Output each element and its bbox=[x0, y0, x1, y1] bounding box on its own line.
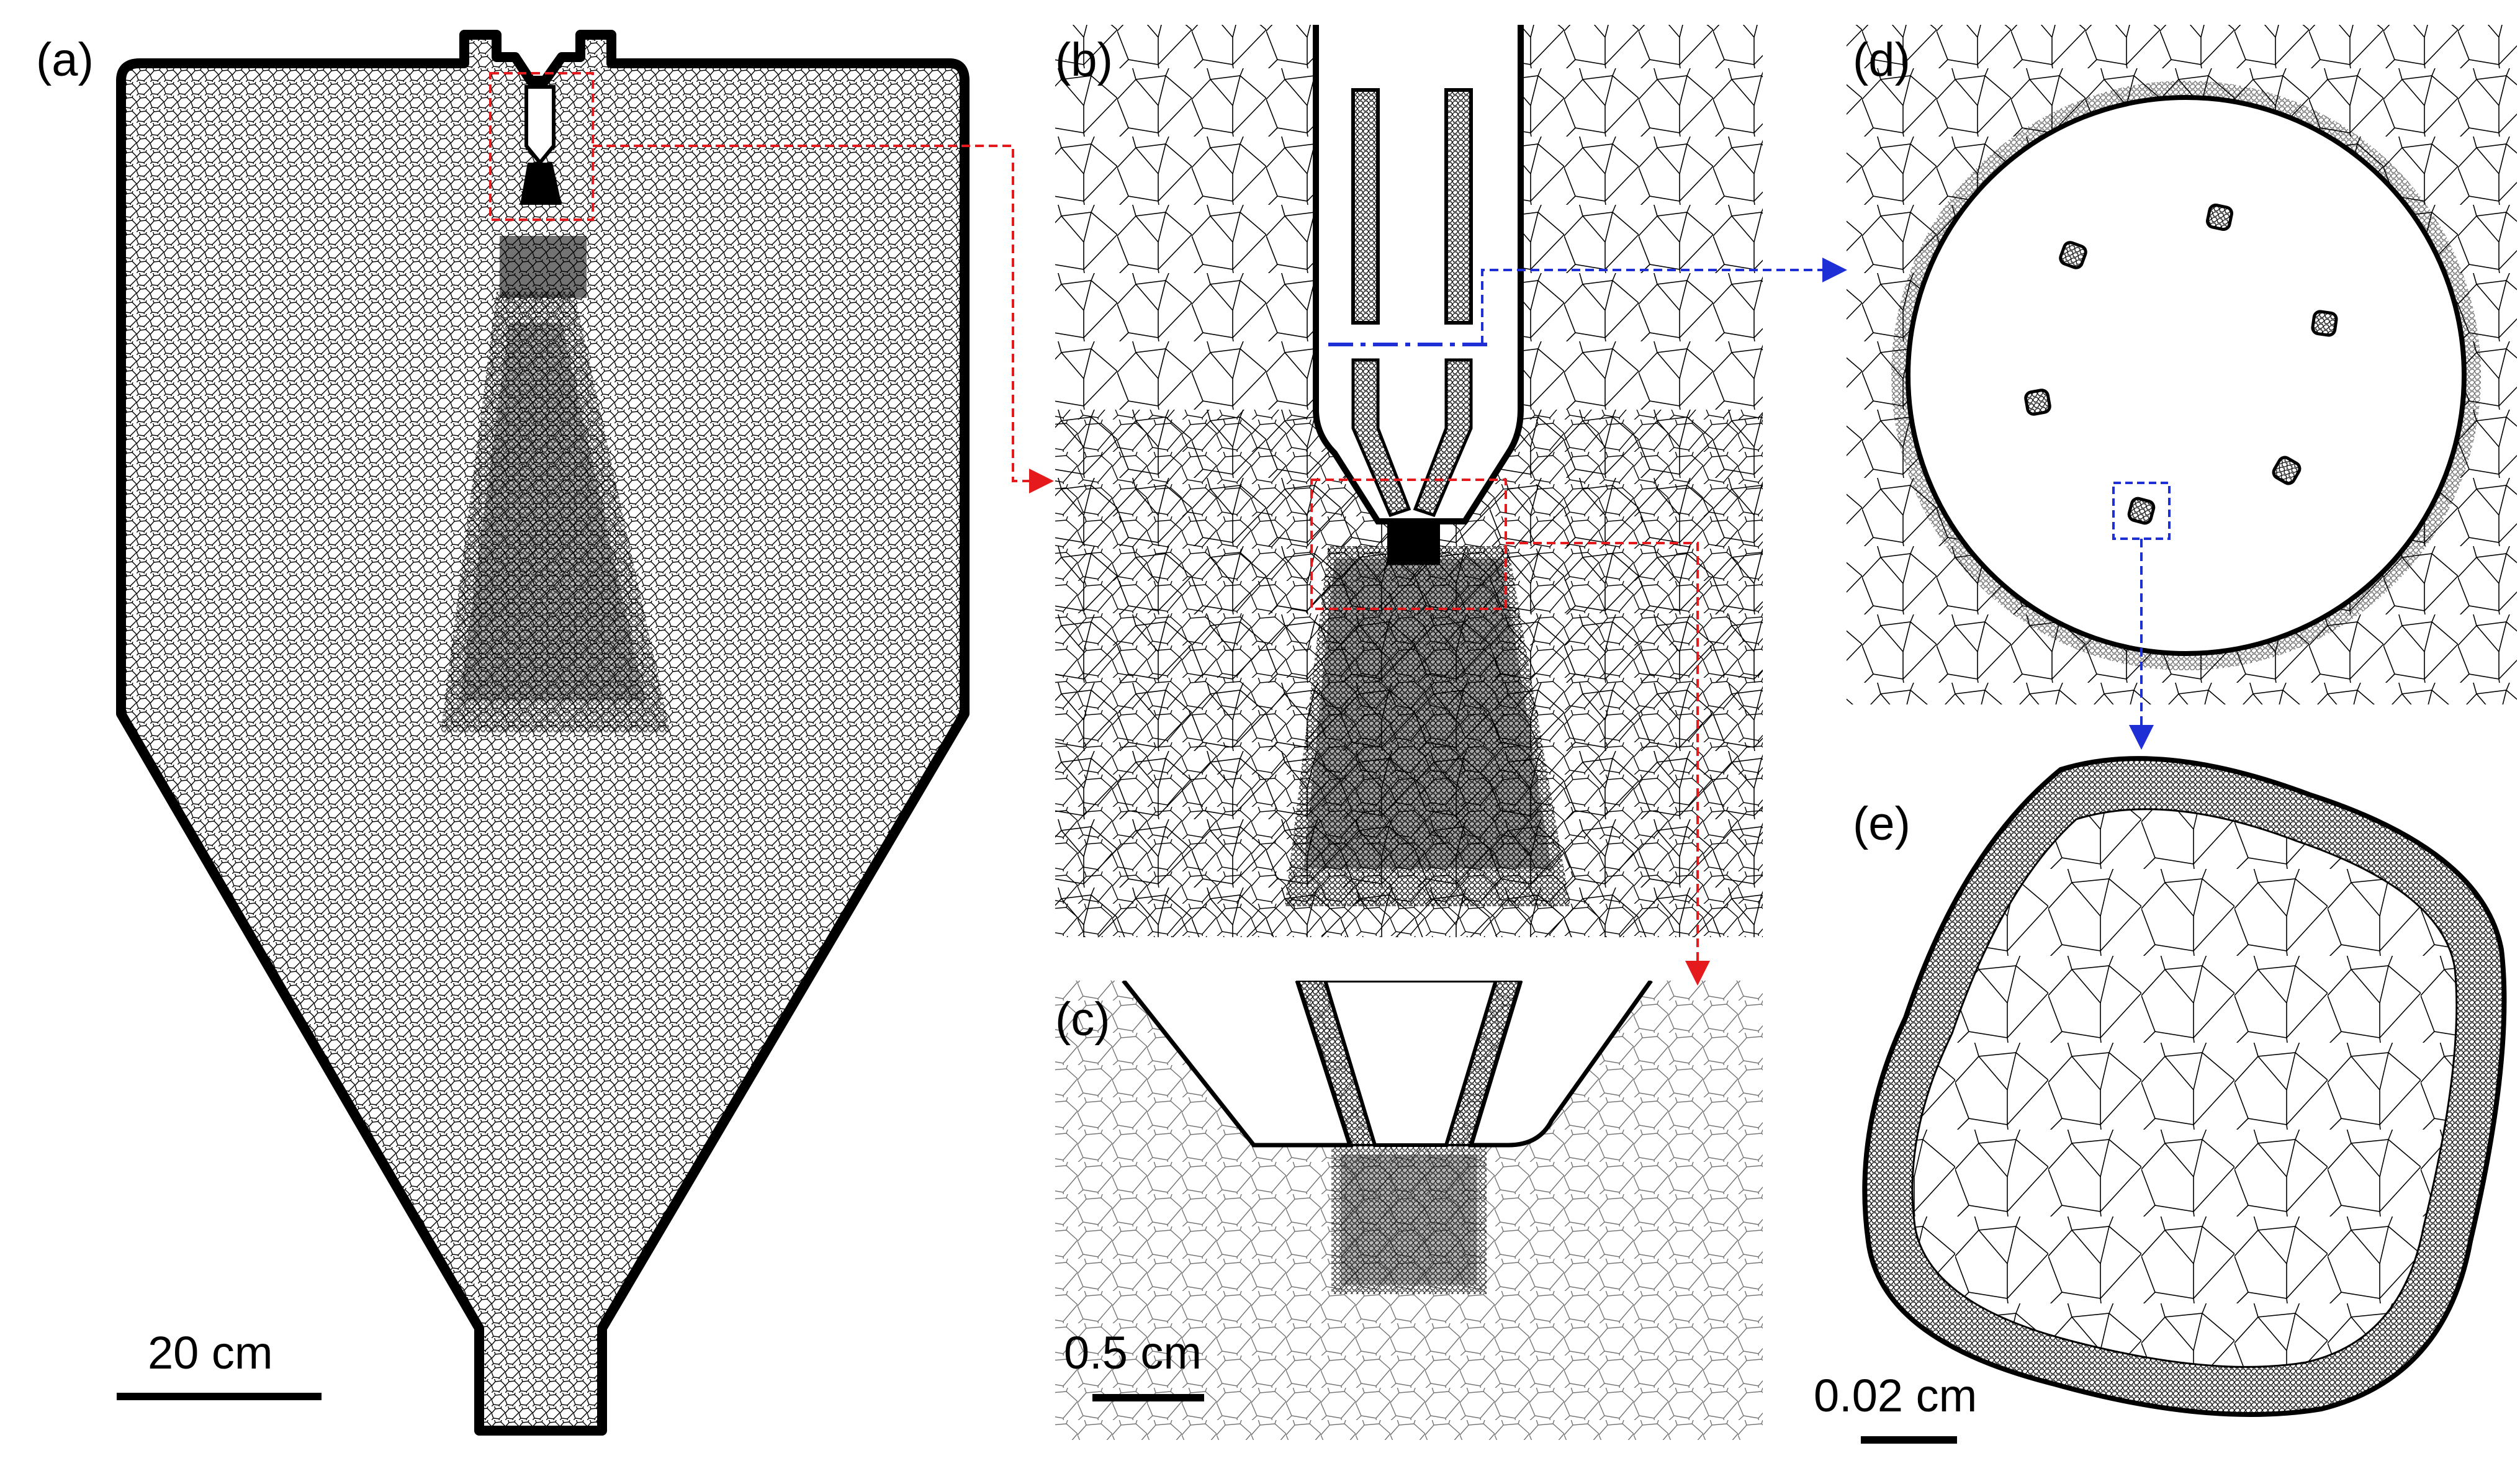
nozzle-tip-mesh bbox=[520, 163, 562, 205]
vessel-domain bbox=[116, 30, 970, 1436]
particle-3 bbox=[2311, 310, 2338, 337]
particle-4 bbox=[2024, 389, 2051, 416]
channel-left bbox=[1351, 88, 1380, 325]
particle-interior-cells bbox=[1912, 809, 2457, 1367]
spray-cone-b-shade bbox=[1303, 559, 1552, 869]
nozzle-tip-dense-b bbox=[1387, 521, 1440, 565]
nozzle-body bbox=[524, 85, 556, 166]
panel-label-e: (e) bbox=[1853, 798, 1910, 850]
channel-cross-section bbox=[1906, 95, 2467, 656]
nozzle-outline-b bbox=[1313, 25, 1524, 524]
nozzle-wall-right-c bbox=[1468, 981, 1653, 1148]
panel-e bbox=[1862, 756, 2507, 1417]
spray-dense-c bbox=[1331, 1142, 1487, 1294]
channel-right-lower bbox=[1413, 358, 1473, 518]
particle-5 bbox=[2272, 456, 2302, 485]
panel-a bbox=[116, 30, 970, 1436]
arrow-b-to-c bbox=[1506, 542, 1710, 986]
scale-text-a: 20 cm bbox=[148, 1327, 273, 1378]
panel-c bbox=[1055, 981, 1763, 1440]
spray-dense-c-shade bbox=[1341, 1154, 1477, 1285]
channel-right bbox=[1444, 88, 1473, 325]
channel-left-lower bbox=[1351, 358, 1411, 518]
panel-label-b: (b) bbox=[1055, 34, 1113, 86]
spray-cone-b bbox=[1285, 546, 1570, 906]
particle-2 bbox=[2059, 241, 2087, 269]
nozzle-gap-c bbox=[1323, 981, 1498, 1147]
zoom-box-b bbox=[1310, 479, 1507, 610]
nozzle-dense-region bbox=[500, 236, 587, 298]
spray-cone-core bbox=[459, 323, 646, 701]
scale-text-e: 0.02 cm bbox=[1814, 1370, 1977, 1421]
zoom-box-a bbox=[489, 72, 594, 221]
arrow-b-to-d bbox=[1481, 258, 1847, 344]
arrow-a-to-b bbox=[593, 145, 1054, 493]
particle-6 bbox=[2127, 497, 2156, 525]
panel-label-c: (c) bbox=[1055, 993, 1110, 1046]
panel-label-a: (a) bbox=[36, 34, 94, 86]
panel-b bbox=[1055, 25, 1763, 937]
particle-1 bbox=[2206, 204, 2233, 231]
spray-cone-dense-mesh bbox=[441, 292, 670, 732]
zoom-box-d bbox=[2112, 482, 2171, 540]
panel-d bbox=[1847, 25, 2517, 704]
scale-text-c: 0.5 cm bbox=[1064, 1327, 1202, 1378]
panel-label-d: (d) bbox=[1853, 34, 1910, 86]
